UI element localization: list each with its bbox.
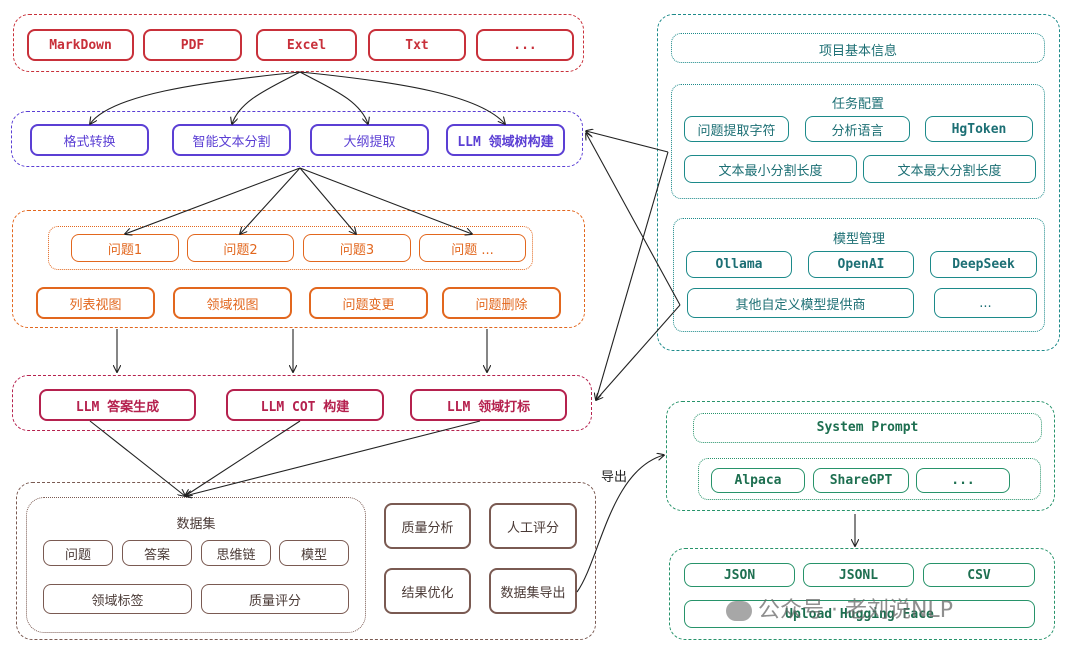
arrow-formats-to-split [232,71,301,124]
project-info-label: 项目基本信息 [818,44,897,59]
llm-tasks-group [12,375,592,431]
hgtoken: HgToken [925,116,1033,142]
llm-cot-build: LLM COT 构建 [226,389,384,421]
model-management-panel [673,218,1045,332]
model-openai: OpenAI [808,251,914,278]
arrow-proc-to-q2 [240,167,301,234]
result-optimization: 结果优化 [384,568,471,614]
questions-group [12,210,585,328]
arrow-formats-to-outline [299,71,368,124]
question-more: 问题 ... [419,234,526,262]
arrow-answer-to-dataset [89,420,185,496]
arrow-formats-to-convert [90,71,301,124]
view-domain: 领域视图 [173,287,292,319]
model-deepseek: DeepSeek [930,251,1037,278]
arrow-project-models-to-processing [586,133,681,306]
model-custom-provider: 其他自定义模型提供商 [687,288,914,318]
question-extract-chars: 问题提取字符 [684,116,789,142]
questions-list [48,226,533,270]
filetype-json: JSON [684,563,795,587]
dataset-fields [26,497,366,633]
arrow-proc-to-q3 [299,167,356,234]
model-more: ... [934,288,1037,318]
min-split-length: 文本最小分割长度 [684,155,857,183]
field-quality-score: 质量评分 [201,584,349,614]
export-label: 导出 [600,470,627,485]
project-config-group [657,14,1060,351]
field-chain-of-thought: 思维链 [201,540,271,566]
format-more: ... [476,29,574,61]
arrow-project-models-to-llm [596,304,681,400]
question-delete: 问题删除 [442,287,561,319]
dataset-export: 数据集导出 [489,568,577,614]
field-domain-tag: 领域标签 [43,584,192,614]
processing-group [11,111,583,167]
format-export-more: ... [916,468,1010,493]
wechat-icon [726,601,752,621]
format-alpaca: Alpaca [711,468,805,493]
question-edit: 问题变更 [309,287,428,319]
dataset-group [16,482,596,640]
arrow-proc-to-qmore [299,167,472,234]
task-config-panel [671,84,1045,199]
export-file-group [669,548,1055,640]
field-model: 模型 [279,540,349,566]
quality-analysis: 质量分析 [384,503,471,549]
task-config-title: 任务配置 [831,97,884,112]
system-prompt-label: System Prompt [816,420,919,435]
system-prompt-panel [693,413,1042,443]
analysis-language: 分析语言 [805,116,910,142]
format-pdf: PDF [143,29,242,61]
model-management-title: 模型管理 [832,232,885,247]
watermark-text: 公众号 · 老刘说NLP [758,598,953,623]
export-format-panel [698,458,1041,500]
llm-domain-tagging: LLM 领域打标 [410,389,567,421]
formats-group [13,14,584,72]
project-info [671,33,1045,63]
field-answer: 答案 [122,540,192,566]
arrow-project-to-llm [596,151,669,400]
manual-scoring: 人工评分 [489,503,577,549]
max-split-length: 文本最大分割长度 [863,155,1036,183]
arrow-tagging-to-dataset [185,420,481,496]
view-list: 列表视图 [36,287,155,319]
arrow-formats-to-tree [299,71,505,124]
question-1: 问题1 [71,234,179,262]
format-sharegpt: ShareGPT [813,468,909,493]
field-question: 问题 [43,540,113,566]
process-text-split: 智能文本分割 [172,124,291,156]
llm-answer-generation: LLM 答案生成 [39,389,196,421]
export-format-group [666,401,1055,511]
arrow-proc-to-q1 [125,167,301,234]
dataset-title: 数据集 [176,517,216,532]
format-markdown: MarkDown [27,29,134,61]
arrow-cot-to-dataset [185,420,301,496]
filetype-jsonl: JSONL [803,563,914,587]
filetype-csv: CSV [923,563,1035,587]
process-format-convert: 格式转换 [30,124,149,156]
question-2: 问题2 [187,234,294,262]
arrow-export-to-formats [576,455,664,593]
arrow-project-to-processing [586,131,669,153]
watermark: 公众号 · 老刘说NLP [726,592,953,624]
format-excel: Excel [256,29,357,61]
model-ollama: Ollama [686,251,792,278]
format-txt: Txt [368,29,466,61]
process-outline-extract: 大纲提取 [310,124,429,156]
